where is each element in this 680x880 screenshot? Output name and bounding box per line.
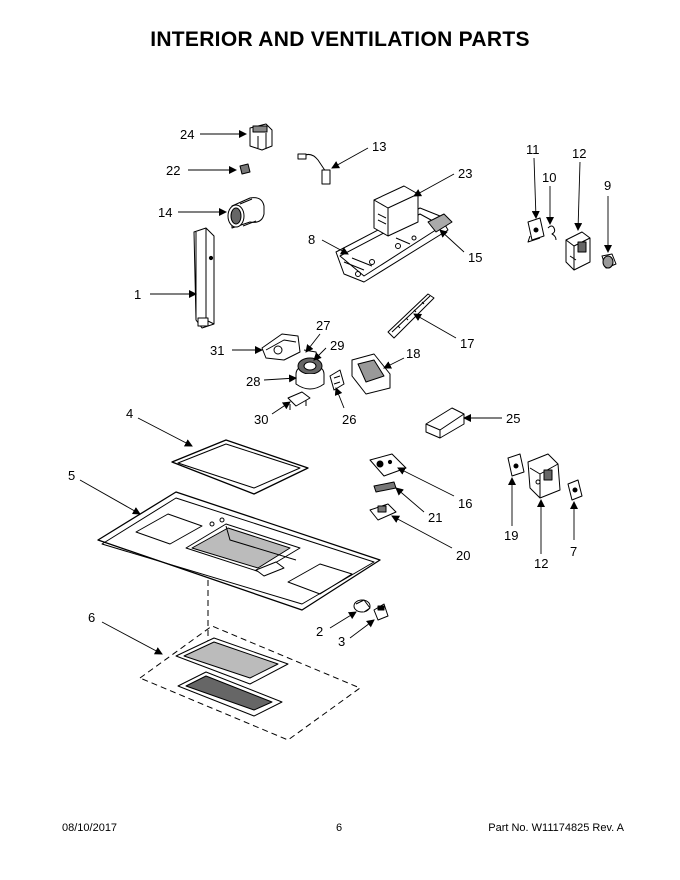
callout-25: 25	[506, 411, 520, 426]
callout-28: 28	[246, 374, 260, 389]
part-30-drawing	[287, 391, 311, 410]
part-20-drawing	[369, 503, 397, 521]
part-14-drawing	[227, 197, 265, 229]
part-28-29-drawing	[295, 349, 325, 390]
callout-1: 1	[134, 287, 141, 302]
callout-22: 22	[166, 163, 180, 178]
callout-12: 12	[572, 146, 586, 161]
callout-12-lower: 12	[534, 556, 548, 571]
part-17-drawing	[387, 293, 435, 339]
part-5-drawing	[97, 491, 381, 611]
part-25-drawing	[425, 407, 465, 439]
part-6-drawing	[139, 625, 361, 741]
callout-15: 15	[468, 250, 482, 265]
footer-date: 08/10/2017	[62, 822, 118, 834]
callout-29: 29	[330, 338, 344, 353]
part-16-drawing	[369, 453, 407, 477]
page-title: INTERIOR AND VENTILATION PARTS	[150, 28, 530, 51]
callout-19: 19	[504, 528, 518, 543]
callout-30: 30	[254, 412, 268, 427]
callout-21: 21	[428, 510, 442, 525]
callout-20: 20	[456, 548, 470, 563]
part-4-drawing	[171, 439, 309, 495]
callout-6: 6	[88, 610, 95, 625]
callout-8: 8	[308, 232, 315, 247]
part-12b-drawing	[527, 453, 561, 499]
part-8-drawing	[335, 207, 453, 283]
part-11-drawing	[527, 217, 545, 243]
part-24-drawing	[249, 123, 273, 151]
callout-4: 4	[126, 406, 133, 421]
callout-23: 23	[458, 166, 472, 181]
callout-11: 11	[526, 142, 540, 157]
callout-26: 26	[342, 412, 356, 427]
callout-10: 10	[542, 170, 556, 185]
callout-7: 7	[570, 544, 577, 559]
part-7-drawing	[567, 479, 583, 501]
part-22-drawing	[239, 163, 251, 175]
callout-labels: 24 13 22 23 11 12 10 9 14 8 15 1 27 17 3…	[68, 127, 611, 649]
callout-31: 31	[210, 343, 224, 358]
part-21-drawing	[373, 481, 397, 493]
part-26-drawing	[329, 369, 345, 391]
callout-17: 17	[460, 336, 474, 351]
part-31-drawing	[261, 333, 301, 361]
part-10-drawing	[547, 225, 557, 241]
part-2-drawing	[353, 599, 371, 613]
callout-13: 13	[372, 139, 386, 154]
footer-part-number: Part No. W11174825 Rev. A	[488, 822, 624, 834]
callout-2: 2	[316, 624, 323, 639]
part-1-drawing	[193, 227, 215, 329]
part-19-drawing	[507, 453, 525, 477]
callout-24: 24	[180, 127, 194, 142]
part-12a-drawing	[565, 231, 591, 271]
part-3-drawing	[373, 603, 389, 621]
part-23-drawing	[373, 185, 419, 237]
callout-3: 3	[338, 634, 345, 649]
callout-5: 5	[68, 468, 75, 483]
callout-9: 9	[604, 178, 611, 193]
part-18-drawing	[351, 353, 391, 395]
footer-page-number: 6	[336, 822, 343, 834]
callout-16: 16	[458, 496, 472, 511]
part-9-drawing	[601, 253, 617, 269]
callout-14: 14	[158, 205, 172, 220]
callout-27: 27	[316, 318, 330, 333]
callout-18: 18	[406, 346, 420, 361]
part-13-drawing	[297, 153, 331, 185]
